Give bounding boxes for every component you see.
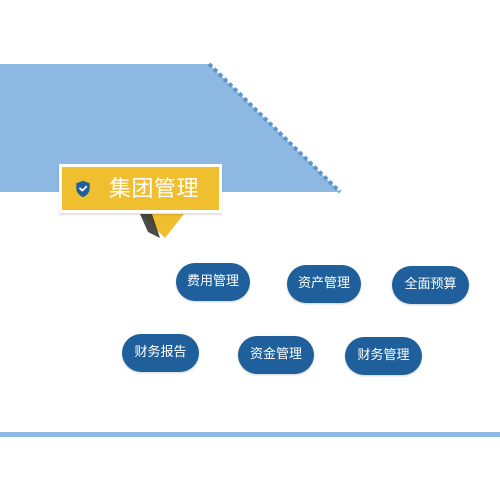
shield-icon [76,180,90,198]
module-button-budget[interactable]: 全面预算 [392,266,469,304]
banner-fill [0,64,340,192]
module-button-finance[interactable]: 财务管理 [345,337,422,375]
module-button-report[interactable]: 财务报告 [122,334,199,372]
module-button-cash[interactable]: 资金管理 [238,336,314,374]
title-card: 集团管理 [59,164,222,213]
section-title: 集团管理 [59,164,222,213]
bottom-divider [0,432,500,437]
page-title: 集团管理 [109,177,200,202]
module-button-expense[interactable]: 费用管理 [176,263,250,301]
banner-dashed-edge [207,62,342,194]
module-button-assets[interactable]: 资产管理 [287,265,361,303]
pointer-shadow [140,214,160,238]
title-pointer [140,214,184,238]
